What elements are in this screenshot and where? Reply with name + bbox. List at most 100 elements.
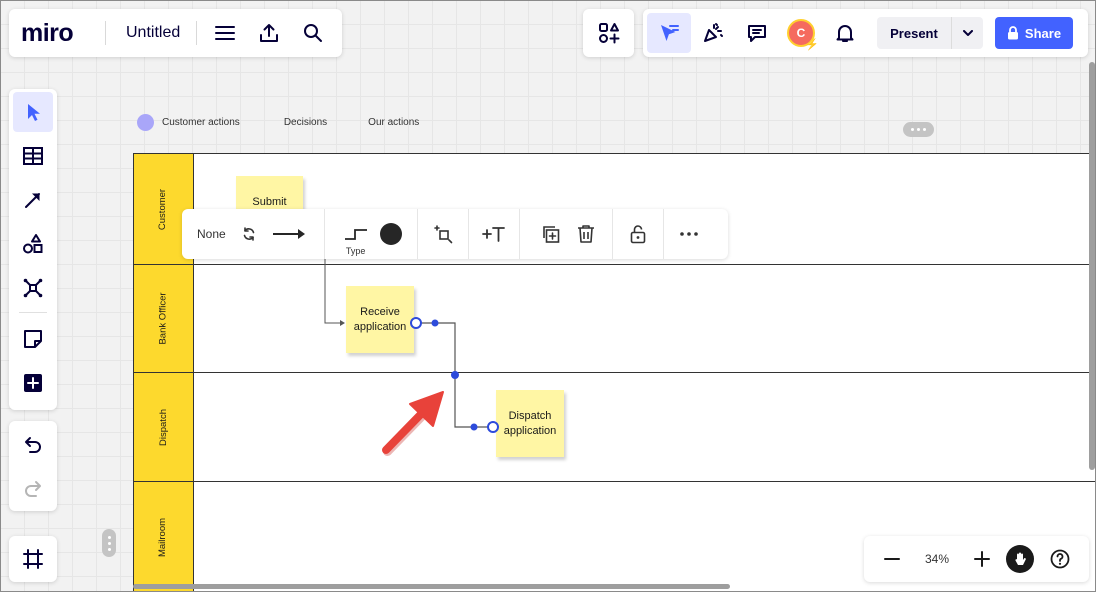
- sticky-note-receive[interactable]: Receive application: [346, 286, 414, 353]
- reactions-button[interactable]: [691, 13, 735, 53]
- connector-start-handle[interactable]: [410, 317, 422, 329]
- redo-button[interactable]: [13, 469, 53, 509]
- lane-header[interactable]: Bank Officer: [133, 265, 194, 372]
- line-style-section: Type: [325, 209, 417, 259]
- legend: Customer actions Decisions Our actions: [137, 113, 419, 131]
- share-button[interactable]: Share: [995, 17, 1073, 49]
- line-color-button[interactable]: [371, 214, 411, 254]
- miro-logo[interactable]: miro: [21, 18, 74, 47]
- step-line-icon: [344, 229, 367, 240]
- connection-line-tool[interactable]: [13, 180, 53, 220]
- hand-tool-button[interactable]: [1006, 545, 1034, 573]
- frames-panel: [9, 536, 57, 582]
- table-tool[interactable]: [13, 136, 53, 176]
- toolbar-divider: [19, 312, 47, 313]
- divider: [467, 209, 469, 259]
- collaboration-toolbar: C ⚡ Present Share: [643, 9, 1088, 57]
- present-group: Present: [877, 17, 983, 49]
- frames-button[interactable]: [13, 539, 53, 579]
- zoom-in-button[interactable]: [964, 541, 1000, 577]
- cursor-filter-icon: [661, 25, 679, 41]
- legend-item[interactable]: Customer actions: [162, 116, 240, 128]
- arrow-right-icon: [272, 229, 305, 239]
- table-icon: [23, 147, 43, 165]
- more-tools-button[interactable]: [13, 363, 53, 403]
- start-cap-select[interactable]: None: [197, 227, 226, 241]
- comment-icon: [748, 25, 766, 42]
- more-options-button[interactable]: [672, 214, 706, 254]
- search-icon: [304, 24, 323, 42]
- zoom-out-button[interactable]: [874, 541, 910, 577]
- duplicate-button[interactable]: [532, 214, 568, 254]
- select-tool[interactable]: [13, 92, 53, 132]
- duplicate-icon: [542, 226, 559, 243]
- notifications-button[interactable]: [823, 13, 867, 53]
- comments-button[interactable]: [735, 13, 779, 53]
- lane-header[interactable]: Mailroom: [133, 482, 194, 592]
- zoom-level[interactable]: 34%: [924, 552, 950, 566]
- horizontal-scrollbar[interactable]: [133, 584, 730, 589]
- lock-section: [613, 209, 663, 259]
- lane-bank-officer[interactable]: Bank Officer: [133, 264, 1096, 372]
- add-text-button[interactable]: [477, 214, 511, 254]
- connector-submit-receive[interactable]: [324, 259, 343, 324]
- help-icon: [1050, 549, 1070, 569]
- minus-icon: [884, 558, 900, 560]
- lane-dispatch[interactable]: Dispatch: [133, 372, 1096, 481]
- shapes-icon: [23, 234, 43, 254]
- vertical-scrollbar[interactable]: [1089, 62, 1095, 470]
- legend-item[interactable]: Our actions: [368, 116, 420, 128]
- connector-arrowhead: [340, 320, 345, 326]
- divider: [323, 209, 325, 259]
- divider: [105, 21, 106, 45]
- legend-item[interactable]: Decisions: [283, 116, 328, 128]
- lane-header[interactable]: Dispatch: [133, 373, 194, 481]
- frame-more-options[interactable]: [903, 122, 934, 137]
- party-popper-icon: [704, 23, 723, 42]
- connector-midpoint-handle[interactable]: [451, 371, 459, 379]
- avatar: C ⚡: [787, 19, 819, 51]
- delete-button[interactable]: [568, 214, 604, 254]
- connector-point-handle[interactable]: [470, 423, 478, 431]
- main-menu-button[interactable]: [203, 13, 247, 53]
- line-type-label: Type: [345, 246, 366, 256]
- divider: [416, 209, 418, 259]
- sticky-note-icon: [24, 330, 42, 348]
- connector-point-handle[interactable]: [431, 319, 439, 327]
- export-button[interactable]: [247, 13, 291, 53]
- annotation-arrow: [382, 391, 444, 456]
- connector-end-handle[interactable]: [487, 421, 499, 433]
- board-title[interactable]: Untitled: [126, 24, 181, 41]
- divider: [518, 209, 520, 259]
- sticky-note-submit[interactable]: Submit: [236, 176, 303, 209]
- more-section: [664, 209, 714, 259]
- cursor-icon: [28, 104, 40, 121]
- undo-button[interactable]: [13, 425, 53, 465]
- connection-mode-button[interactable]: [424, 214, 462, 254]
- divider: [196, 21, 198, 45]
- panel-drag-handle[interactable]: [102, 529, 116, 557]
- present-dropdown-button[interactable]: [951, 17, 983, 49]
- crop-connect-icon: [433, 225, 452, 244]
- sticky-note-dispatch[interactable]: Dispatch application: [496, 390, 564, 457]
- ellipsis-icon: [679, 232, 698, 236]
- end-cap-select[interactable]: [264, 214, 314, 254]
- lock-button[interactable]: [621, 214, 655, 254]
- sticky-note-tool[interactable]: [13, 319, 53, 359]
- user-avatar-button[interactable]: C ⚡: [779, 13, 823, 53]
- apps-panel: [583, 9, 634, 57]
- search-button[interactable]: [291, 13, 335, 53]
- chevron-down-icon: [962, 30, 973, 36]
- divider: [611, 209, 613, 259]
- board-header: miro Untitled: [9, 9, 342, 57]
- upload-icon: [260, 24, 279, 42]
- mind-map-tool[interactable]: [13, 268, 53, 308]
- line-type-select[interactable]: Type: [341, 214, 371, 256]
- shapes-tool[interactable]: [13, 224, 53, 264]
- select-mode-button[interactable]: [647, 13, 691, 53]
- swap-ends-button[interactable]: [234, 214, 264, 254]
- help-button[interactable]: [1042, 541, 1078, 577]
- apps-button[interactable]: [587, 13, 631, 53]
- present-button[interactable]: Present: [890, 25, 938, 41]
